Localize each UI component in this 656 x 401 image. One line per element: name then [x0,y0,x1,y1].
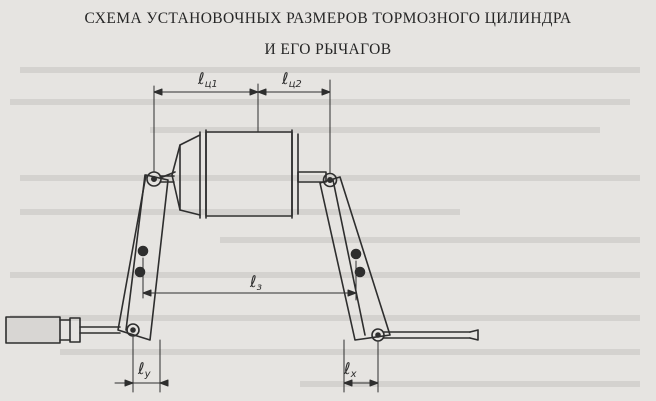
dimension-lines [114,88,379,387]
label-l-3-main: ℓ [249,272,257,291]
label-l-c2-main: ℓ [281,69,289,88]
label-l-c1: ℓц1 [197,69,218,90]
title-line-1: СХЕМА УСТАНОВОЧНЫХ РАЗМЕРОВ ТОРМОЗНОГО Ц… [84,10,572,27]
brake-assembly [5,79,479,393]
label-l-c1-main: ℓ [197,69,205,88]
label-l-x-sub: х [350,369,357,380]
right-rod [383,329,479,341]
label-l-x: ℓх [343,359,357,380]
title-line-2: И ЕГО РЫЧАГОВ [264,41,392,58]
label-l-c2: ℓц2 [281,69,302,90]
label-l-3-sub: з [257,282,262,293]
label-l-y-main: ℓ [137,359,145,378]
label-l-3: ℓз [249,272,262,293]
label-l-y: ℓу [137,359,152,380]
left-rod [5,316,140,344]
extension-lines [132,79,379,393]
label-l-x-main: ℓ [343,359,351,378]
left-lever [117,171,176,341]
label-l-y-sub: у [144,369,152,380]
bleed-through-texture [10,67,640,387]
brake-cylinder [159,129,327,219]
label-l-c2-sub: ц2 [289,79,302,90]
label-l-c1-sub: ц1 [205,79,218,90]
